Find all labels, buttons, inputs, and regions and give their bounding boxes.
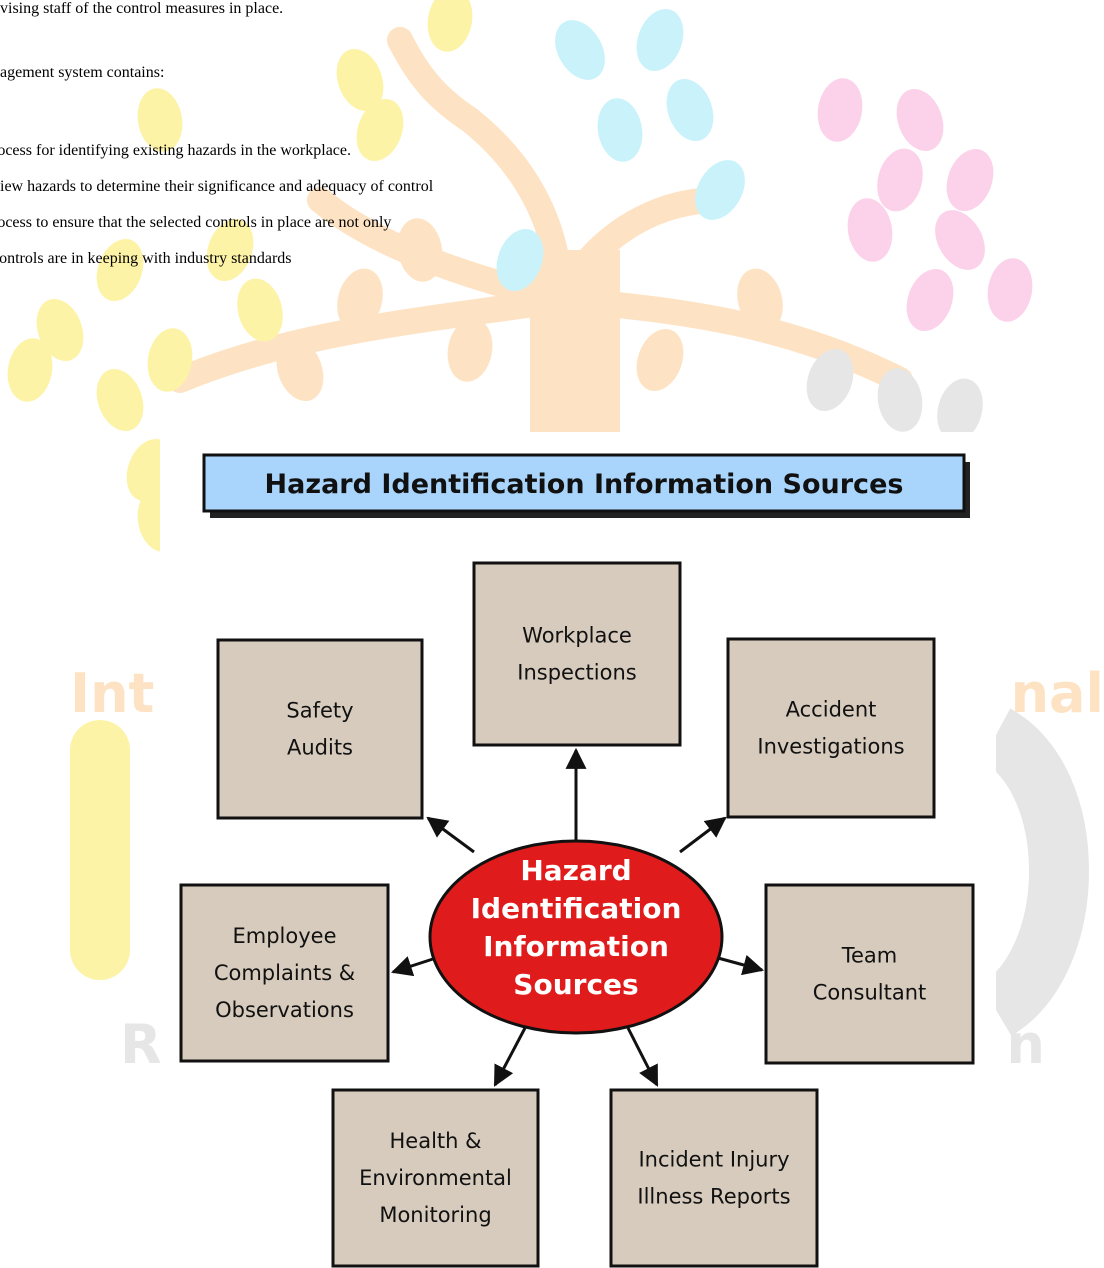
box-rect [609, 1088, 819, 1268]
arrow-to-employee-complaints [391, 956, 437, 977]
box-label-line: Inspections [517, 661, 636, 685]
watermark-leaf [946, 149, 994, 211]
box-rect [472, 561, 682, 747]
watermark-word: nal [1011, 662, 1104, 725]
box-label-line: Investigations [757, 735, 904, 759]
watermark-leaf [847, 198, 893, 262]
center-label-line: Sources [513, 968, 638, 1001]
text-line: dvising staff of the control measures in… [0, 0, 284, 17]
box-label-line: Accident [786, 698, 877, 722]
box-rect [764, 883, 975, 1065]
text-line: rocess for identifying existing hazards … [0, 142, 351, 159]
box-label-line: Health & [389, 1129, 481, 1153]
watermark-leaf [96, 369, 144, 431]
watermark-leaves [7, 0, 1089, 1036]
watermark-leaf [427, 0, 473, 52]
watermark-leaf [7, 338, 53, 402]
watermark-leaf [806, 349, 854, 411]
diagram-title-banner: Hazard Identification Information Source… [202, 453, 970, 518]
watermark-leaf [337, 268, 383, 332]
watermark-word: Int [70, 662, 154, 725]
watermark-leaf [896, 89, 944, 151]
watermark-leaf [937, 378, 983, 442]
watermark-leaf [336, 49, 384, 111]
watermark-leaf [906, 269, 954, 331]
box-label-line: Team [841, 944, 898, 968]
watermark-word: n [1007, 1013, 1045, 1076]
box-rect [216, 638, 424, 820]
watermark-arc [978, 708, 1089, 1036]
watermark-leaf [935, 210, 985, 270]
box-label-line: Observations [215, 998, 354, 1022]
watermark-leaf [447, 318, 493, 382]
watermark-leaf [987, 258, 1033, 322]
watermark-leaf [636, 329, 684, 391]
box-label-line: Illness Reports [637, 1185, 790, 1209]
watermark-trunk [530, 250, 620, 432]
watermark-leaf [877, 368, 923, 432]
center-label-line: Hazard [520, 854, 631, 887]
box-label-line: Monitoring [379, 1203, 491, 1227]
center-label-line: Identification [471, 892, 682, 925]
watermark-leaf [496, 229, 544, 291]
watermark-leaf [96, 239, 144, 301]
box-label-line: Environmental [359, 1166, 512, 1190]
watermark-leaf [397, 218, 443, 282]
text-line: rocess to ensure that the selected contr… [0, 214, 392, 231]
diagram-boxes: SafetyAuditsWorkplaceInspectionsAccident… [179, 561, 975, 1268]
watermark-leaf [137, 88, 183, 152]
watermark-leaf [555, 20, 605, 80]
text-line: controls are in keeping with industry st… [0, 250, 292, 267]
watermark-leaf [597, 98, 643, 162]
box-label-line: Audits [287, 736, 353, 760]
box-label-line: Workplace [522, 624, 632, 648]
watermark-leaf [877, 148, 923, 212]
box-label-line: Consultant [813, 981, 927, 1005]
watermark-leaf [695, 160, 745, 220]
watermark-leaf [636, 9, 684, 71]
watermark-word: R [120, 1013, 162, 1076]
watermark-leaf [147, 328, 193, 392]
arrow-to-safety-audits [426, 816, 475, 854]
watermark-leaf [356, 99, 404, 161]
diagram-title: Hazard Identification Information Source… [265, 469, 904, 500]
diagram-arrows [391, 747, 765, 1087]
watermark-leaf [666, 79, 714, 141]
watermark-leaf [36, 299, 84, 361]
arrow-to-health-environmental [493, 1027, 527, 1087]
box-label-line: Incident Injury [638, 1148, 789, 1172]
watermark-leaf [737, 268, 783, 332]
box-label-line: Safety [286, 699, 353, 723]
box-rect [179, 883, 390, 1063]
center-label-line: Information [483, 930, 669, 963]
watermark-branch [167, 287, 573, 393]
text-line: nagement system contains: [0, 64, 165, 81]
diagram-center-node: Hazard Identification Information Source… [428, 839, 724, 1035]
box-label-line: Employee [232, 924, 336, 948]
arrow-to-incident-injury [626, 1027, 659, 1087]
box-rect [726, 637, 936, 819]
box-label-line: Complaints & [214, 961, 355, 985]
box-rect [331, 1088, 540, 1268]
watermark-leaf [817, 78, 863, 142]
arrow-to-team-consultant [717, 954, 765, 976]
watermark-branch [387, 27, 573, 313]
watermark-leaf [206, 219, 254, 281]
watermark-bar [70, 720, 130, 980]
watermark-leaf [237, 278, 283, 342]
arrow-to-accident-investigations [679, 816, 727, 854]
text-line: view hazards to determine their signific… [0, 178, 434, 195]
watermark-leaf [276, 339, 324, 401]
